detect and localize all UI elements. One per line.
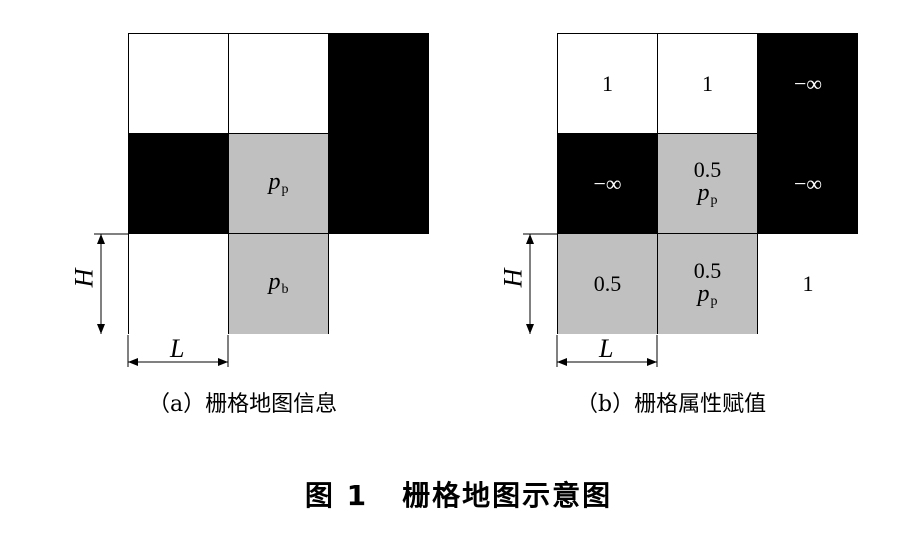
grid-cell: −∞	[758, 134, 858, 234]
grid-cell: pp	[229, 134, 329, 234]
point-subscript: b	[281, 282, 289, 298]
grid-cell: 1	[758, 234, 858, 334]
dimension-annotations-a	[94, 233, 229, 367]
grid-cell	[329, 134, 429, 234]
length-label-a: L	[170, 334, 185, 363]
cell-value: 1	[802, 271, 814, 297]
grid-cell	[129, 134, 229, 234]
cell-value: 0.5	[593, 271, 622, 297]
height-arrow-head-bottom	[97, 324, 105, 334]
point-subscript: p	[710, 193, 718, 209]
figure-title-text: 栅格地图示意图	[402, 479, 613, 512]
grid-cell: −∞	[758, 34, 858, 134]
grid-cell: 0.5	[558, 234, 658, 334]
height-arrow-head-top	[97, 234, 105, 244]
cell-value: 0.5	[693, 157, 722, 183]
point-subscript: p	[281, 181, 289, 197]
length-arrow-head-left	[557, 358, 567, 366]
grid-cell: 1	[658, 34, 758, 134]
height-arrow-head-bottom	[526, 324, 534, 334]
figure-number: 图 1	[304, 479, 369, 512]
point-subscript: p	[710, 293, 718, 309]
height-arrow-head-top	[526, 234, 534, 244]
figure-title: 图 1 栅格地图示意图	[0, 474, 917, 514]
point-symbol: p	[268, 168, 281, 195]
point-label: pp	[268, 168, 289, 198]
length-arrow-head-left	[128, 358, 138, 366]
cell-value: −∞	[793, 70, 823, 96]
length-label-b: L	[599, 334, 614, 363]
grid-cell	[329, 34, 429, 134]
height-label-b: H	[498, 268, 528, 288]
point-symbol: p	[697, 180, 710, 207]
point-label: pb	[269, 270, 289, 298]
grid-cell	[329, 234, 429, 334]
point-label: pp	[698, 181, 718, 209]
grid-cell: pb	[229, 234, 329, 334]
point-symbol: p	[697, 280, 710, 307]
dimension-annotations-b	[523, 233, 658, 367]
grid-cell: −∞	[558, 134, 658, 234]
cell-value: 1	[702, 70, 713, 96]
caption-b: （b）栅格属性赋值	[576, 392, 767, 417]
cell-value: −∞	[793, 170, 823, 196]
height-label-a: H	[69, 268, 99, 288]
point-symbol: p	[268, 269, 281, 296]
cell-value: −∞	[593, 170, 622, 196]
point-label: pp	[697, 280, 718, 310]
grid-cell	[229, 34, 329, 134]
grid-cell	[129, 234, 229, 334]
cell-value: 1	[602, 70, 613, 96]
cell-value: 0.5	[693, 257, 722, 283]
length-arrow-head-right	[647, 358, 657, 366]
grid-cell	[129, 34, 229, 134]
length-arrow-head-right	[218, 358, 228, 366]
grid-cell: 1	[558, 34, 658, 134]
caption-a: （a）栅格地图信息	[148, 392, 338, 417]
